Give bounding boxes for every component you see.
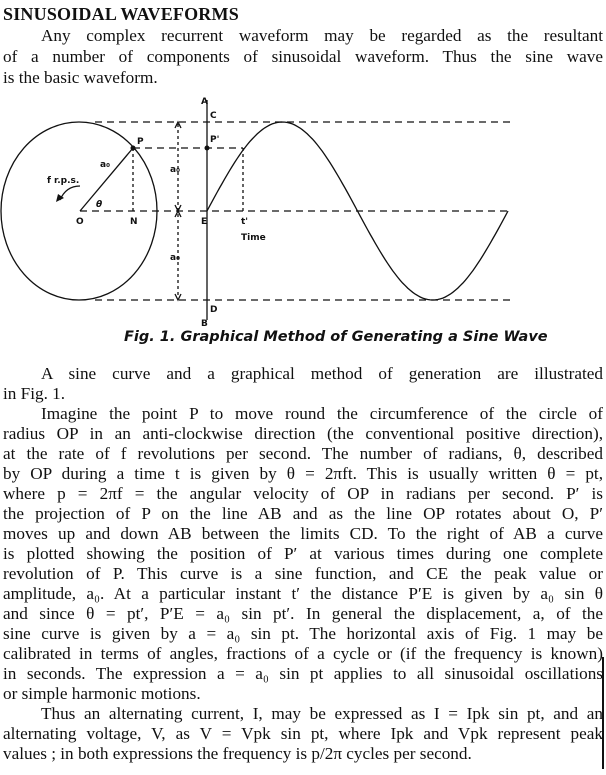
body-line: amplitude, a₀. At a particular instant t… <box>3 584 603 603</box>
label-a0-lower: a₀ <box>170 253 180 263</box>
margin-bar <box>602 657 604 769</box>
body-line: calibrated in terms of angles, fractions… <box>3 644 603 663</box>
body-line: in seconds. The expression a = a₀ sin pt… <box>3 664 603 683</box>
body-line: in Fig. 1. <box>3 384 66 403</box>
body-line: at the rate of f revolutions per second.… <box>3 444 603 463</box>
body-line: or simple harmonic motions. <box>3 684 201 703</box>
label-frps: f r.p.s. <box>47 176 79 186</box>
label-p-prime: P' <box>210 135 219 145</box>
body-line: where p = 2πf = the angular velocity of … <box>3 484 603 503</box>
guide-lines <box>80 121 510 301</box>
point-p-prime <box>204 145 210 151</box>
body-line: moves up and down AB between the limits … <box>3 524 603 543</box>
label-t-prime: t' <box>241 217 248 227</box>
figure-diagram: A C P' P a₀ a₀ a₀ f r.p.s. θ O N E t' Ti… <box>0 97 510 329</box>
body-line: Thus an alternating current, I, may be e… <box>41 704 603 723</box>
body-line: and since θ = pt′, P′E = a₀ sin pt′. In … <box>3 604 603 623</box>
body-line: A sine curve and a graphical method of g… <box>41 364 603 383</box>
label-a0-radius: a₀ <box>100 160 110 170</box>
intro-line: is the basic waveform. <box>3 68 158 87</box>
figure-caption: Fig. 1. Graphical Method of Generating a… <box>124 329 548 345</box>
body-line: Imagine the point P to move round the ci… <box>41 404 603 423</box>
label-e: E <box>201 217 207 227</box>
label-d: D <box>210 305 217 315</box>
label-n: N <box>130 217 138 227</box>
intro-line: Any complex recurrent waveform may be re… <box>41 26 603 45</box>
label-c: C <box>210 111 217 121</box>
body-line: revolution of P. This curve is a sine fu… <box>3 564 603 583</box>
section-heading: SINUSOIDAL WAVEFORMS <box>3 4 239 24</box>
label-p: P <box>137 137 144 147</box>
dimension-arrows <box>174 120 182 302</box>
point-p <box>130 145 136 151</box>
label-theta: θ <box>96 200 102 210</box>
label-a: A <box>201 97 208 107</box>
body-line: the projection of P on the line AB and a… <box>3 504 603 523</box>
label-o: O <box>76 217 84 227</box>
label-b: B <box>201 319 208 329</box>
intro-line: of a number of components of sinusoidal … <box>3 47 603 66</box>
rotation-arrowhead <box>56 194 64 202</box>
body-line: sine curve is given by a = a₀ sin pt. Th… <box>3 624 603 643</box>
body-line: alternating voltage, V, as V = Vpk sin p… <box>3 724 603 743</box>
body-line: values ; in both expressions the frequen… <box>3 744 472 763</box>
sine-curve <box>206 121 509 301</box>
body-line: by OP during a time t is given by θ = 2π… <box>3 464 603 483</box>
body-line: is plotted showing the position of P′ at… <box>3 544 603 563</box>
body-line: radius OP in an anti-clockwise direction… <box>3 424 603 443</box>
radius-op <box>79 147 134 212</box>
label-time: Time <box>241 233 266 243</box>
label-a0-upper: a₀ <box>170 165 180 175</box>
